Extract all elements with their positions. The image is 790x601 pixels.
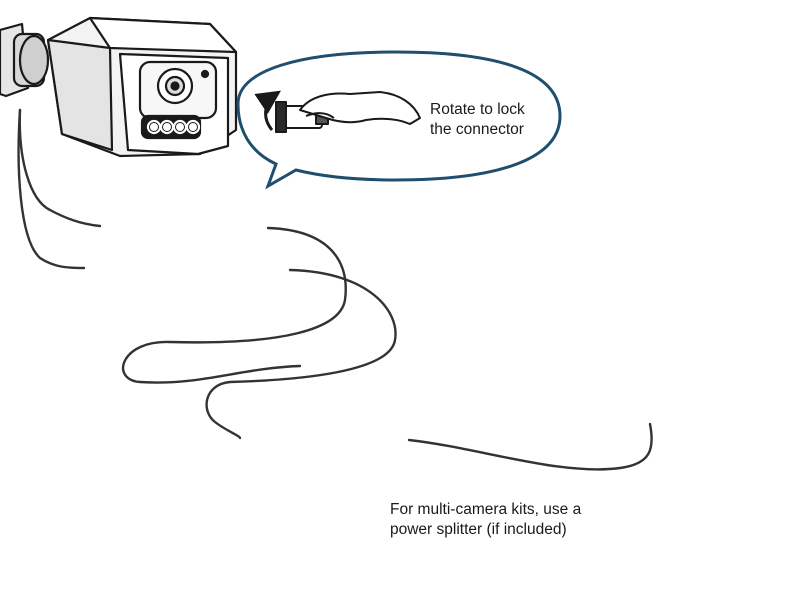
callout-splitter-line-1: For multi-camera kits, use a — [390, 501, 582, 518]
bullet-camera-icon — [0, 16, 238, 158]
callout-splitter-text: For multi-camera kits, use a power split… — [390, 500, 581, 540]
callout-rotate-text: Rotate to lock the connector — [430, 100, 525, 140]
callout-rotate-line-2: the connector — [430, 121, 524, 138]
hand-rotate-icon — [254, 90, 421, 133]
cables — [17, 108, 653, 471]
callout-rotate-line-1: Rotate to lock — [430, 101, 525, 118]
callout-splitter-line-2: power splitter (if included) — [390, 521, 567, 538]
